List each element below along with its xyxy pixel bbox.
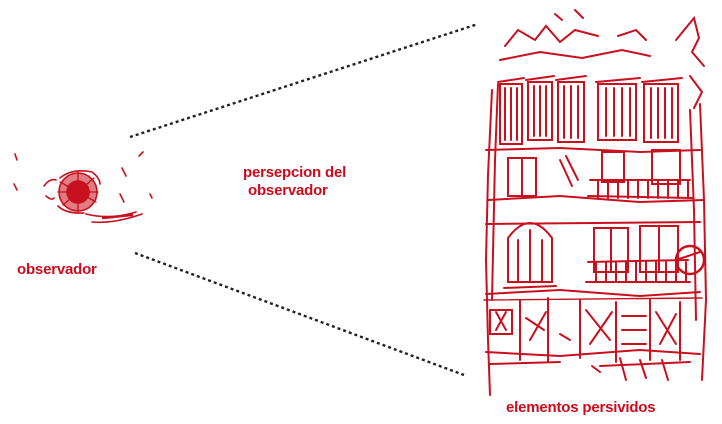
perception-label-line-1: persepcion del [243,164,347,181]
elements-label: elementos persividos [506,399,656,416]
eye-sketch-icon [13,151,153,224]
perception-label-line-2: observador [248,182,328,199]
building-facade-sketch [483,9,708,396]
upper-sight-line [129,22,479,139]
observer-label: observador [17,261,97,278]
lower-sight-line [134,251,465,377]
perception-label: persepcion del observador [243,164,346,200]
